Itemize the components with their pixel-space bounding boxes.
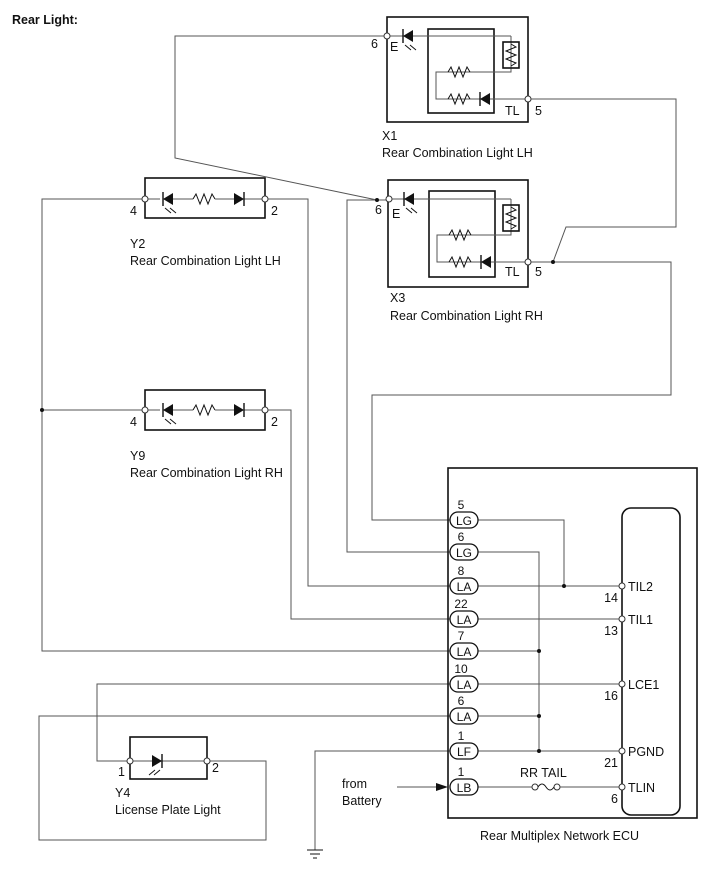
component-name: Rear Combination Light RH	[390, 309, 543, 323]
junction-dots	[40, 198, 566, 753]
terminal-pin: 14	[604, 591, 618, 605]
connector-code: LF	[457, 745, 471, 759]
connector-pin: 6	[458, 694, 465, 708]
connector-pin: 1	[458, 729, 465, 743]
connector-pin: 10	[454, 662, 468, 676]
connector-code: LA	[457, 678, 472, 692]
fuse-label: RR TAIL	[520, 766, 567, 780]
component-id: Y4	[115, 786, 130, 800]
page-title: Rear Light:	[12, 13, 78, 27]
component-x3[interactable]: 6 E TL 5 X3 Rear Combination Light RH	[375, 179, 543, 323]
pin-label: 2	[212, 761, 219, 775]
ecu[interactable]: Rear Multiplex Network ECU LG5LG6LA8LA22…	[342, 467, 698, 843]
ecu-terminal: TIL1 13	[604, 613, 653, 638]
terminal-pin: 6	[611, 792, 618, 806]
diode-icon	[480, 254, 492, 270]
pin-label: E	[390, 40, 398, 54]
pin-label: TL	[505, 265, 520, 279]
pin-label: 4	[130, 415, 137, 429]
ecu-connector[interactable]: LA 10	[449, 662, 479, 693]
source-label: Battery	[342, 794, 382, 808]
ecu-terminal: TIL2 14	[604, 580, 653, 605]
connector-code: LA	[457, 645, 472, 659]
pin-label: 6	[371, 37, 378, 51]
ground-icon	[307, 849, 323, 859]
led-icon	[148, 753, 163, 776]
ecu-terminal: LCE1 16	[604, 678, 659, 703]
connector-pin: 8	[458, 564, 465, 578]
connector-code: LB	[457, 781, 472, 795]
component-name: License Plate Light	[115, 803, 221, 817]
component-y2[interactable]: 4 2 Y2 Rear Combination Light LH	[130, 177, 281, 268]
component-y4[interactable]: 1 2 Y4 License Plate Light	[115, 736, 221, 817]
ecu-connector[interactable]: LB 1	[449, 765, 479, 796]
connector-code: LG	[456, 514, 472, 528]
terminal-label: TLIN	[628, 781, 655, 795]
ecu-connector[interactable]: LF 1	[449, 729, 479, 760]
diode-icon	[479, 91, 491, 107]
ecu-terminal: TLIN 6	[611, 781, 655, 806]
ecu-connector[interactable]: LA 22	[449, 597, 479, 628]
terminal-pin: 21	[604, 756, 618, 770]
pin-label: 5	[535, 104, 542, 118]
terminal-pin: 13	[604, 624, 618, 638]
component-y9[interactable]: 4 2 Y9 Rear Combination Light RH	[130, 389, 283, 480]
ecu-connector[interactable]: LG 6	[449, 530, 479, 561]
terminal-label: PGND	[628, 745, 664, 759]
connector-pin: 5	[458, 498, 465, 512]
component-id: X3	[390, 291, 405, 305]
connector-pin: 22	[454, 597, 468, 611]
connector-pin: 1	[458, 765, 465, 779]
component-id: X1	[382, 129, 397, 143]
pin-label: TL	[505, 104, 520, 118]
connector-code: LA	[457, 710, 472, 724]
ecu-connector[interactable]: LA 8	[449, 564, 479, 595]
ecu-terminal: PGND 21	[604, 745, 664, 770]
led-icon	[403, 191, 418, 214]
source-label: from	[342, 777, 367, 791]
pin-label: 2	[271, 415, 278, 429]
led-icon	[402, 28, 417, 51]
wires	[38, 35, 677, 850]
pin-label: 2	[271, 204, 278, 218]
component-name: Rear Combination Light LH	[382, 146, 533, 160]
ecu-connector[interactable]: LG 5	[449, 498, 479, 529]
pin-label: 1	[118, 765, 125, 779]
connector-pin: 6	[458, 530, 465, 544]
component-x1[interactable]: 6 E TL 5 X1 Rear Combination Light LH	[371, 16, 542, 160]
connector-code: LA	[457, 580, 472, 594]
connector-pin: 7	[458, 629, 465, 643]
component-name: Rear Combination Light LH	[130, 254, 281, 268]
terminal-label: LCE1	[628, 678, 659, 692]
connector-code: LG	[456, 546, 472, 560]
terminal-label: TIL2	[628, 580, 653, 594]
ecu-connector[interactable]: LA 7	[449, 629, 479, 660]
pin-label: 6	[375, 203, 382, 217]
terminal-label: TIL1	[628, 613, 653, 627]
pin-label: 4	[130, 204, 137, 218]
component-id: Y2	[130, 237, 145, 251]
connector-code: LA	[457, 613, 472, 627]
terminal-pin: 16	[604, 689, 618, 703]
pin-label: 5	[535, 265, 542, 279]
ecu-connector[interactable]: LA 6	[449, 694, 479, 725]
pin-label: E	[392, 207, 400, 221]
component-id: Y9	[130, 449, 145, 463]
component-name: Rear Combination Light RH	[130, 466, 283, 480]
ecu-name: Rear Multiplex Network ECU	[480, 829, 639, 843]
fuse-icon	[531, 783, 561, 791]
